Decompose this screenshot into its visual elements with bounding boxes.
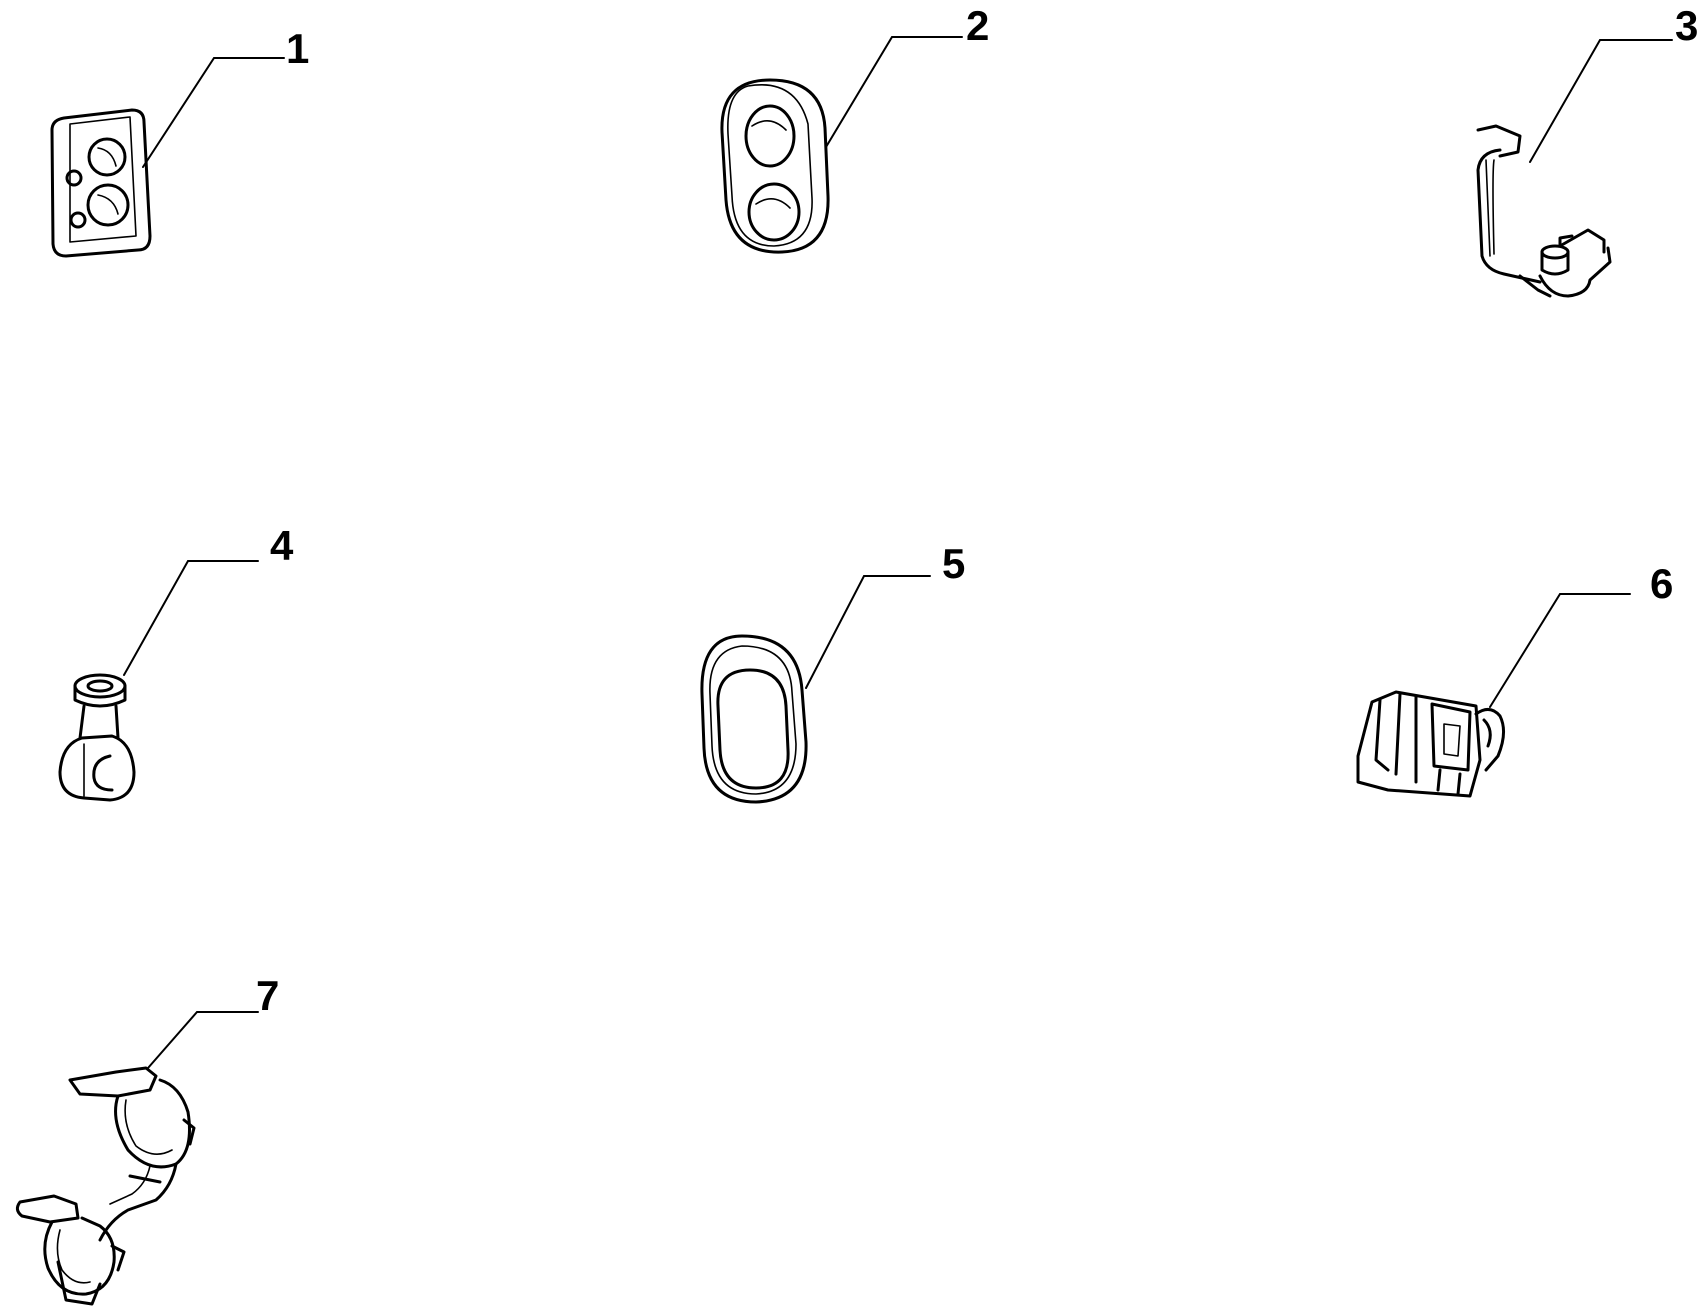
callout-number-2: 2: [966, 2, 989, 49]
callout-number-5: 5: [942, 540, 965, 587]
part-3-wire-bracket-clip: [1476, 124, 1612, 298]
callout-2: 2: [825, 2, 989, 148]
part-1-grommet-plate: [50, 108, 152, 258]
leader-line-3: [1529, 39, 1673, 163]
callout-3: 3: [1529, 2, 1698, 163]
part-2-double-hole-grommet: [720, 78, 830, 254]
callout-number-4: 4: [270, 522, 294, 569]
leader-line-7: [147, 1011, 259, 1069]
leader-line-1: [142, 57, 285, 168]
callout-number-7: 7: [256, 972, 279, 1019]
callout-5: 5: [805, 540, 965, 689]
callout-7: 7: [147, 972, 279, 1069]
leader-line-5: [805, 575, 931, 689]
part-5-oval-blanking-plug: [700, 634, 808, 804]
callout-number-6: 6: [1650, 560, 1673, 607]
leader-line-6: [1489, 593, 1631, 708]
leader-line-2: [825, 36, 963, 148]
part-4-pipe-clip: [58, 673, 136, 802]
leader-line-4: [123, 560, 259, 676]
callout-1: 1: [142, 25, 309, 168]
callout-6: 6: [1489, 560, 1673, 708]
part-6-connector-clip: [1356, 690, 1505, 798]
callout-4: 4: [123, 522, 294, 676]
callout-number-3: 3: [1675, 2, 1698, 49]
callout-number-1: 1: [286, 25, 309, 72]
part-7-double-pipe-clamp: [15, 1066, 196, 1306]
